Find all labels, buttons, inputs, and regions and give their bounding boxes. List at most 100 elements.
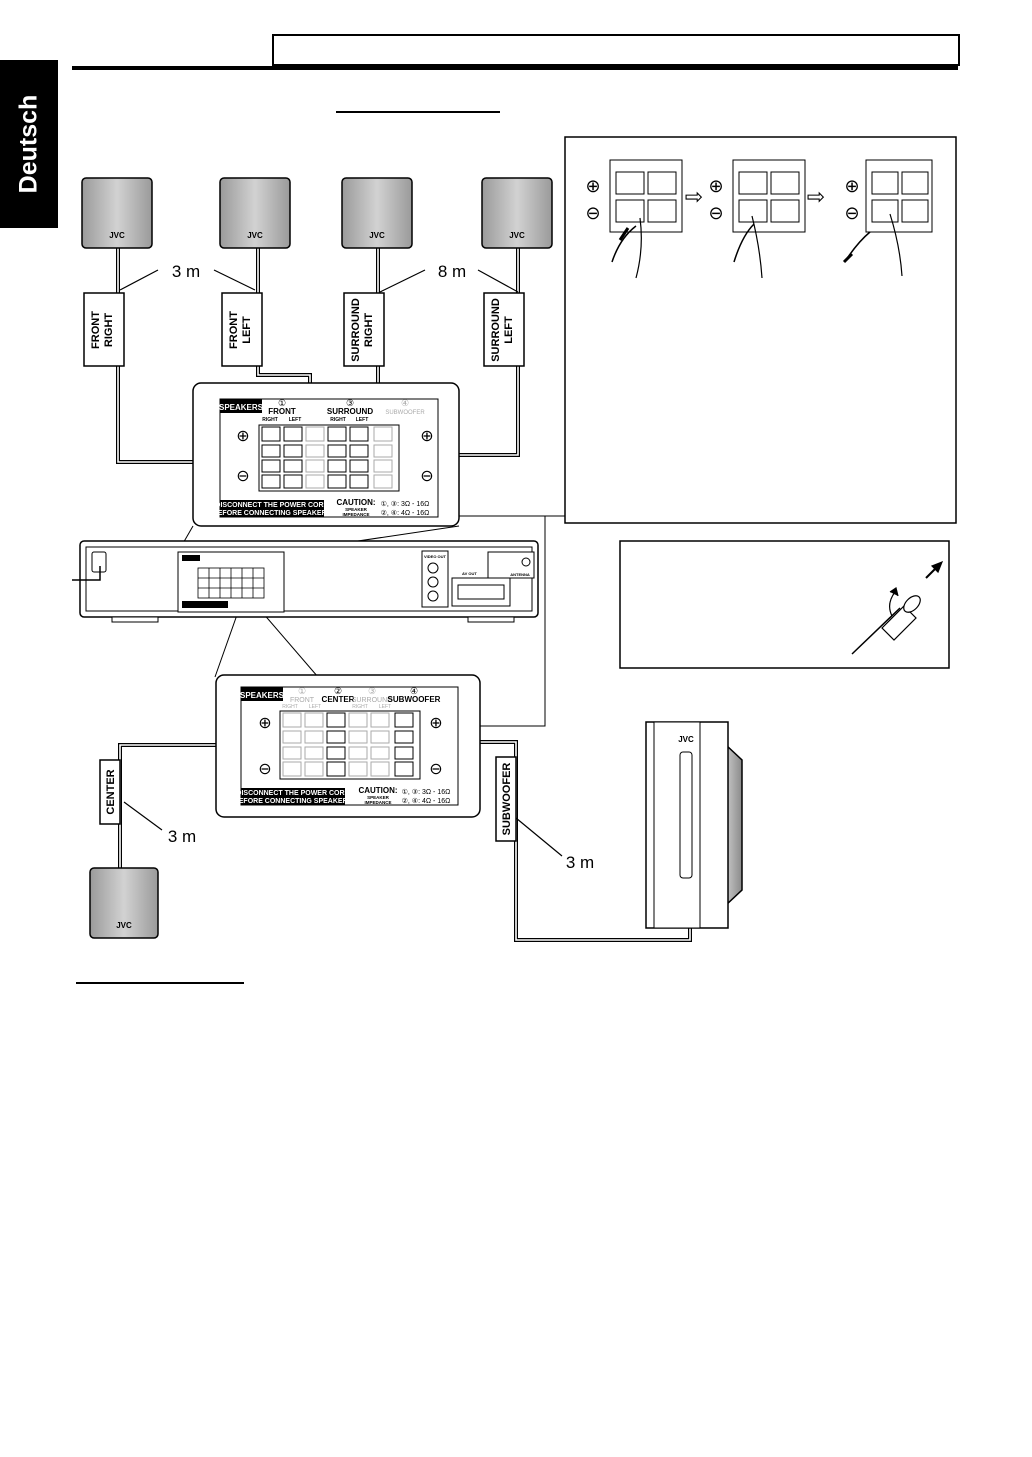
tag-front-left: FRONT LEFT <box>221 292 263 367</box>
subwoofer-unit: JVC <box>645 721 743 929</box>
svg-text:⊕: ⊕ <box>420 428 433 445</box>
svg-text:BEFORE CONNECTING SPEAKERS: BEFORE CONNECTING SPEAKERS <box>234 798 353 805</box>
svg-text:⊕: ⊕ <box>585 176 600 196</box>
svg-text:①: ① <box>298 686 306 696</box>
svg-text:CAUTION:: CAUTION: <box>358 786 397 795</box>
svg-text:RIGHT: RIGHT <box>363 313 375 348</box>
svg-text:SURROUND: SURROUND <box>490 298 502 362</box>
svg-text:⊖: ⊖ <box>585 203 600 223</box>
speaker-front-right: JVC <box>81 177 153 249</box>
svg-text:VIDEO OUT: VIDEO OUT <box>424 554 447 559</box>
svg-text:⊕: ⊕ <box>258 715 271 732</box>
svg-text:SURROUND: SURROUND <box>352 697 392 704</box>
svg-text:③: ③ <box>368 686 376 696</box>
svg-text:②: ② <box>334 686 342 696</box>
svg-text:LEFT: LEFT <box>356 417 369 423</box>
brand-logo: JVC <box>247 231 263 240</box>
svg-text:SUBWOOFER: SUBWOOFER <box>501 763 513 836</box>
svg-text:②, ④: 4Ω - 16Ω: ②, ④: 4Ω - 16Ω <box>381 509 430 517</box>
svg-text:LEFT: LEFT <box>379 704 391 710</box>
svg-text:CAUTION:: CAUTION: <box>336 498 375 507</box>
svg-text:DISCONNECT THE POWER CORD: DISCONNECT THE POWER CORD <box>236 790 349 797</box>
step-2-illustration: ⊕ ⊖ <box>708 159 806 279</box>
tag-surround-left: SURROUND LEFT <box>483 292 525 367</box>
svg-text:LEFT: LEFT <box>241 316 253 344</box>
svg-text:LEFT: LEFT <box>289 417 302 423</box>
svg-text:RIGHT: RIGHT <box>330 417 346 423</box>
tag-front-right: FRONT RIGHT <box>83 292 125 367</box>
tag-surround-right: SURROUND RIGHT <box>343 292 385 367</box>
svg-text:SUBWOOFER: SUBWOOFER <box>388 695 441 704</box>
svg-text:SURROUND: SURROUND <box>327 407 373 416</box>
svg-text:RIGHT: RIGHT <box>103 313 115 348</box>
arrow-icon: ⇨ <box>685 184 703 209</box>
bottom-speaker-terminal-panel: SPEAKERS ① FRONT RIGHT LEFT ② CENTER ③ S… <box>215 674 481 818</box>
tag-center: CENTER <box>99 759 121 825</box>
svg-text:⊖: ⊖ <box>236 468 249 485</box>
distance-front: 3 m <box>172 262 200 281</box>
receiver-rear-panel: VIDEO OUT AV OUT ANTENNA <box>72 540 539 623</box>
step-3-illustration: ⊕ ⊖ <box>842 159 933 277</box>
svg-text:①: ① <box>278 398 286 408</box>
wire-stripping-box <box>619 540 950 669</box>
svg-text:SURROUND: SURROUND <box>350 298 362 362</box>
svg-text:ANTENNA: ANTENNA <box>510 572 530 577</box>
distance-subwoofer: 3 m <box>566 853 594 872</box>
svg-text:①, ③: 3Ω - 16Ω: ①, ③: 3Ω - 16Ω <box>402 788 451 796</box>
svg-text:SUBWOOFER: SUBWOOFER <box>385 410 425 416</box>
svg-text:⊖: ⊖ <box>708 203 723 223</box>
top-speaker-terminal-panel: SPEAKERS ① FRONT RIGHT LEFT ③ SURROUND R… <box>192 382 460 527</box>
svg-text:⊕: ⊕ <box>844 176 859 196</box>
svg-text:CENTER: CENTER <box>322 695 355 704</box>
svg-text:RIGHT: RIGHT <box>262 417 278 423</box>
arrow-icon: ⇨ <box>807 184 825 209</box>
wire-twist-icon <box>851 560 944 655</box>
subheading-underline <box>336 111 500 113</box>
svg-text:FRONT: FRONT <box>290 697 315 704</box>
svg-text:⊕: ⊕ <box>429 715 442 732</box>
svg-text:IMPEDANCE: IMPEDANCE <box>364 800 391 805</box>
svg-text:⊖: ⊖ <box>844 203 859 223</box>
speaker-center: JVC <box>89 867 159 939</box>
speaker-surround-right: JVC <box>341 177 413 249</box>
svg-text:SPEAKERS: SPEAKERS <box>219 403 264 412</box>
svg-text:FRONT: FRONT <box>228 311 240 349</box>
svg-text:⊕: ⊕ <box>708 176 723 196</box>
svg-text:SPEAKER: SPEAKER <box>345 507 368 512</box>
header-rule <box>72 66 958 70</box>
svg-text:BEFORE CONNECTING SPEAKERS: BEFORE CONNECTING SPEAKERS <box>213 510 332 517</box>
svg-text:JVC: JVC <box>678 735 694 744</box>
terminal-connection-steps-box: ⊕ ⊖ ⇨ ⊕ ⊖ ⇨ ⊕ ⊖ <box>564 136 957 524</box>
svg-text:SPEAKER: SPEAKER <box>367 795 390 800</box>
svg-text:②, ④: 4Ω - 16Ω: ②, ④: 4Ω - 16Ω <box>402 797 451 805</box>
speaker-front-left: JVC <box>219 177 291 249</box>
tag-subwoofer: SUBWOOFER <box>495 756 517 842</box>
svg-text:⊖: ⊖ <box>258 761 271 778</box>
svg-text:JVC: JVC <box>116 921 132 930</box>
svg-text:④: ④ <box>410 686 418 696</box>
svg-text:AV OUT: AV OUT <box>462 571 477 576</box>
svg-text:⊖: ⊖ <box>420 468 433 485</box>
section-underline <box>76 982 244 984</box>
speaker-surround-left: JVC <box>481 177 553 249</box>
svg-text:LEFT: LEFT <box>309 704 321 710</box>
brand-logo: JVC <box>109 231 125 240</box>
svg-text:SPEAKERS: SPEAKERS <box>240 691 285 700</box>
svg-text:④: ④ <box>401 398 409 408</box>
step-1-illustration: ⊕ ⊖ <box>585 159 683 279</box>
brand-logo: JVC <box>369 231 385 240</box>
svg-text:RIGHT: RIGHT <box>282 704 298 710</box>
svg-text:①, ③: 3Ω - 16Ω: ①, ③: 3Ω - 16Ω <box>381 500 430 508</box>
svg-text:CENTER: CENTER <box>105 769 117 814</box>
svg-text:DISCONNECT THE POWER CORD: DISCONNECT THE POWER CORD <box>215 502 328 509</box>
svg-text:RIGHT: RIGHT <box>352 704 368 710</box>
distance-surround: 8 m <box>438 262 466 281</box>
distance-center: 3 m <box>168 827 196 846</box>
svg-text:③: ③ <box>346 398 354 408</box>
svg-text:FRONT: FRONT <box>268 407 296 416</box>
svg-text:FRONT: FRONT <box>90 311 102 349</box>
svg-text:LEFT: LEFT <box>503 316 515 344</box>
svg-text:IMPEDANCE: IMPEDANCE <box>342 512 369 517</box>
svg-text:⊕: ⊕ <box>236 428 249 445</box>
